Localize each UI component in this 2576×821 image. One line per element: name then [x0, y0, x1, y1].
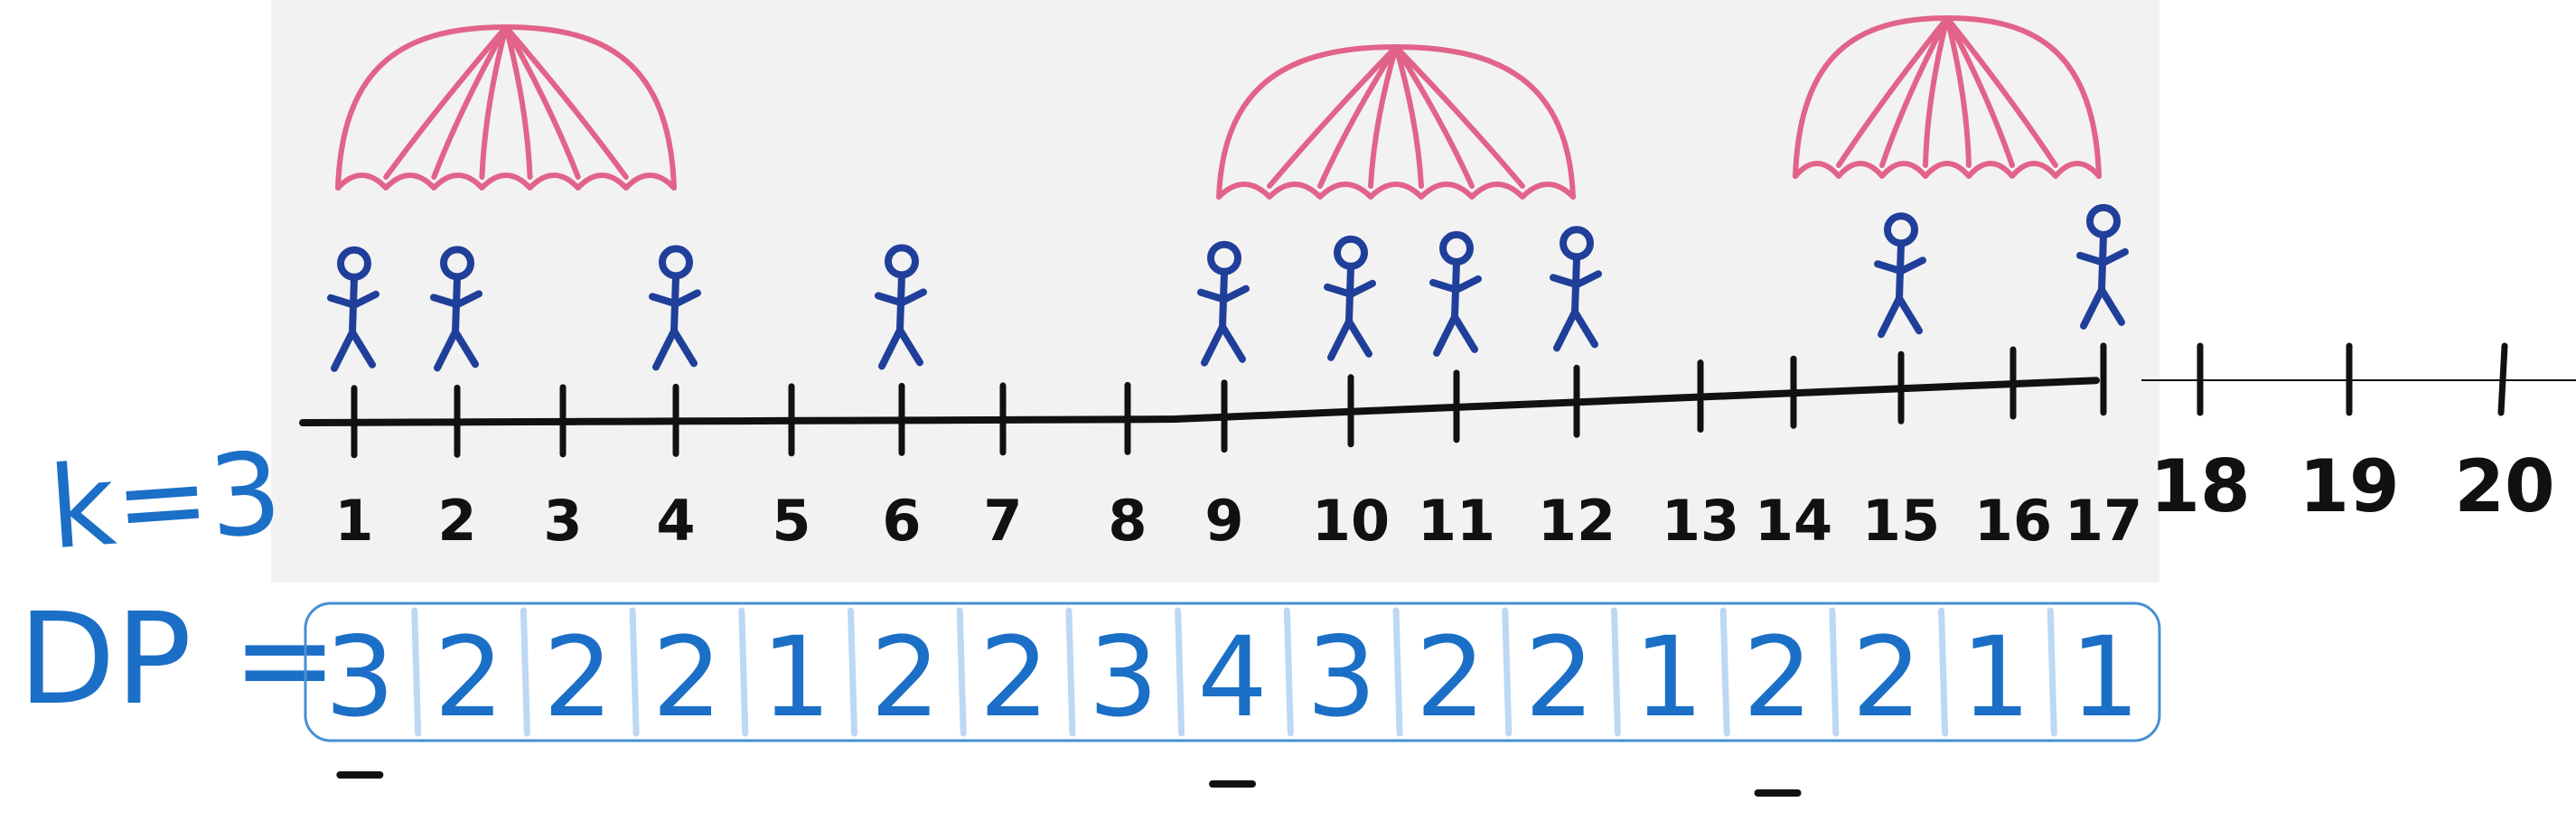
position-label: 10: [1312, 488, 1390, 554]
person-figure: [649, 245, 701, 371]
dp-cell-divider: [1610, 607, 1621, 737]
position-label: 14: [1755, 488, 1832, 554]
dp-cell-divider: [1502, 607, 1513, 737]
dp-value: 2: [870, 613, 941, 742]
dp-cell-divider: [738, 607, 749, 737]
position-label: 19: [2299, 444, 2399, 528]
dp-cell-divider: [2047, 607, 2057, 737]
dp-value: 2: [1743, 613, 1813, 742]
dp-cell-divider: [411, 607, 422, 737]
umbrella: [1793, 15, 2102, 179]
dp-value: 2: [979, 613, 1050, 742]
umbrella: [335, 24, 677, 191]
person-figure: [1874, 212, 1926, 339]
dp-value: 1: [1961, 613, 2031, 742]
dp-cell-divider: [1392, 607, 1403, 737]
dp-cell-divider: [1719, 607, 1730, 737]
dp-value: 1: [2070, 613, 2140, 742]
umbrella: [1216, 44, 1576, 200]
position-label: 3: [543, 488, 582, 554]
position-label: 9: [1204, 488, 1243, 554]
dp-value: 1: [1634, 613, 1704, 742]
position-label: 8: [1108, 488, 1147, 554]
dp-array-box: [304, 602, 2161, 742]
people-layer: [327, 203, 2129, 372]
dp-marks: [336, 771, 1802, 797]
umbrella-layer: [335, 15, 2102, 200]
axis-tick: [2497, 342, 2508, 416]
dp-label: DP =: [18, 586, 338, 733]
dp-value: 3: [1307, 613, 1377, 742]
person-figure: [430, 246, 482, 372]
number-line: [299, 342, 2576, 459]
dp-value: 2: [1416, 613, 1486, 742]
position-label: 20: [2454, 444, 2554, 528]
parameter-label: k=3: [45, 428, 286, 575]
dp-cell-divider: [1283, 607, 1294, 737]
dp-value: 2: [1524, 613, 1595, 742]
position-label: 4: [656, 488, 695, 554]
person-figure: [1197, 240, 1250, 367]
dp-cell-divider: [848, 607, 858, 737]
position-label: 5: [772, 488, 810, 554]
dp-value: 3: [325, 613, 396, 742]
position-label: 6: [882, 488, 921, 554]
dp-value: 2: [434, 613, 504, 742]
dp-cell-divider: [956, 607, 967, 737]
person-figure: [875, 244, 927, 370]
dp-value: 1: [761, 613, 831, 742]
dp-cell-divider: [520, 607, 530, 737]
dp-value: 3: [1088, 613, 1158, 742]
position-label: 13: [1662, 488, 1739, 554]
paper-background: [271, 0, 2159, 583]
position-label: 18: [2150, 444, 2250, 528]
dp-value: 2: [1851, 613, 1922, 742]
position-label: 1: [334, 488, 373, 554]
dp-cell-divider: [629, 607, 640, 737]
dp-value: 2: [543, 613, 614, 742]
position-label: 11: [1418, 488, 1495, 554]
dp-cell-divider: [1829, 607, 1840, 737]
dp-value: 2: [652, 613, 723, 742]
person-figure: [1550, 226, 1602, 352]
person-figure: [1429, 230, 1482, 357]
position-label: 15: [1862, 488, 1940, 554]
position-label: 16: [1974, 488, 2052, 554]
dp-cell-divider: [1175, 607, 1185, 737]
dp-cell-divider: [1065, 607, 1076, 737]
person-figure: [327, 246, 379, 372]
position-label: 7: [983, 488, 1022, 554]
dp-cell-divider: [1938, 607, 1949, 737]
position-label: 17: [2065, 488, 2142, 554]
person-figure: [1324, 235, 1376, 361]
position-label: 12: [1538, 488, 1616, 554]
dp-value: 4: [1197, 613, 1268, 742]
position-label: 2: [437, 488, 476, 554]
person-figure: [2076, 203, 2129, 330]
axis-line: [299, 377, 2100, 427]
